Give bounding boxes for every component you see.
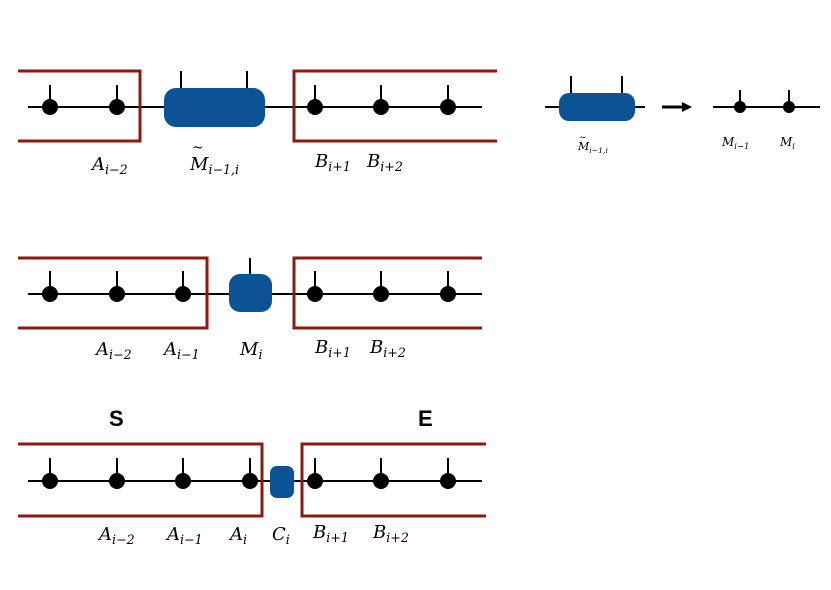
decomposition-inset: Mi−1,i ~ Mi−1 Mi (545, 76, 820, 155)
site-node (307, 85, 323, 115)
label-b-i-plus-2: Bi+2 (366, 151, 403, 174)
left-block-bracket (18, 442, 264, 518)
left-block-bracket (18, 256, 209, 330)
left-block-bracket (18, 69, 142, 143)
label-m-i: Mi (779, 135, 795, 151)
site-node (373, 458, 389, 489)
environment-block-label: E (418, 406, 433, 431)
site-node (734, 90, 746, 113)
tilde-mark: ~ (192, 140, 204, 156)
label-b-i-plus-1: Bi+1 (314, 337, 351, 360)
site-node (109, 85, 125, 115)
label-a-i-minus-2: Ai−2 (94, 339, 132, 362)
site-node (109, 458, 125, 489)
label-b-i-plus-1: Bi+1 (314, 151, 351, 174)
site-node (440, 458, 456, 489)
label-a-i-minus-1: Ai−1 (162, 339, 200, 362)
site-node (175, 271, 191, 302)
two-site-tensor-small (559, 76, 635, 121)
label-b-i-plus-2: Bi+2 (372, 522, 409, 545)
label-b-i-plus-1: Bi+1 (312, 522, 349, 545)
site-node (440, 271, 456, 302)
right-block-bracket (292, 69, 497, 143)
site-node (373, 271, 389, 302)
one-site-tensor (229, 258, 272, 312)
label-m-i: Mi (239, 339, 262, 362)
label-a-i-minus-1: Ai−1 (165, 524, 203, 547)
svg-text:Mi−1,i: Mi−1,i (189, 154, 239, 177)
site-node (373, 85, 389, 115)
site-node (440, 85, 456, 115)
site-node (109, 271, 125, 302)
row-3: S E (18, 406, 486, 547)
label-b-i-plus-2: Bi+2 (369, 337, 406, 360)
site-node (42, 271, 58, 302)
site-node (307, 271, 323, 302)
row-1: Ai−2 Mi−1,i ~ Bi+1 Bi+2 (18, 69, 497, 177)
site-node (42, 85, 58, 115)
site-node (307, 458, 323, 489)
right-block-bracket (292, 256, 482, 330)
center-bond-tensor (270, 466, 294, 498)
label-m-tilde: Mi−1,i ~ (189, 140, 239, 177)
site-node (42, 458, 58, 489)
label-a-i-minus-2: Ai−2 (90, 154, 128, 177)
site-node (783, 90, 795, 113)
right-block-bracket (300, 442, 486, 518)
tilde-mark: ~ (579, 133, 587, 143)
label-c-i: Ci (272, 524, 290, 547)
label-m-i-minus-1: Mi−1 (721, 135, 749, 151)
row-2: Ai−2 Ai−1 Mi Bi+1 Bi+2 (18, 256, 482, 362)
site-node (242, 458, 258, 489)
site-node (175, 458, 191, 489)
label-m-tilde-small: Mi−1,i (577, 140, 609, 155)
system-block-label: S (109, 406, 124, 431)
label-a-i-minus-2: Ai−2 (97, 524, 135, 547)
label-a-i: Ai (228, 524, 247, 547)
two-site-tensor (164, 71, 265, 127)
